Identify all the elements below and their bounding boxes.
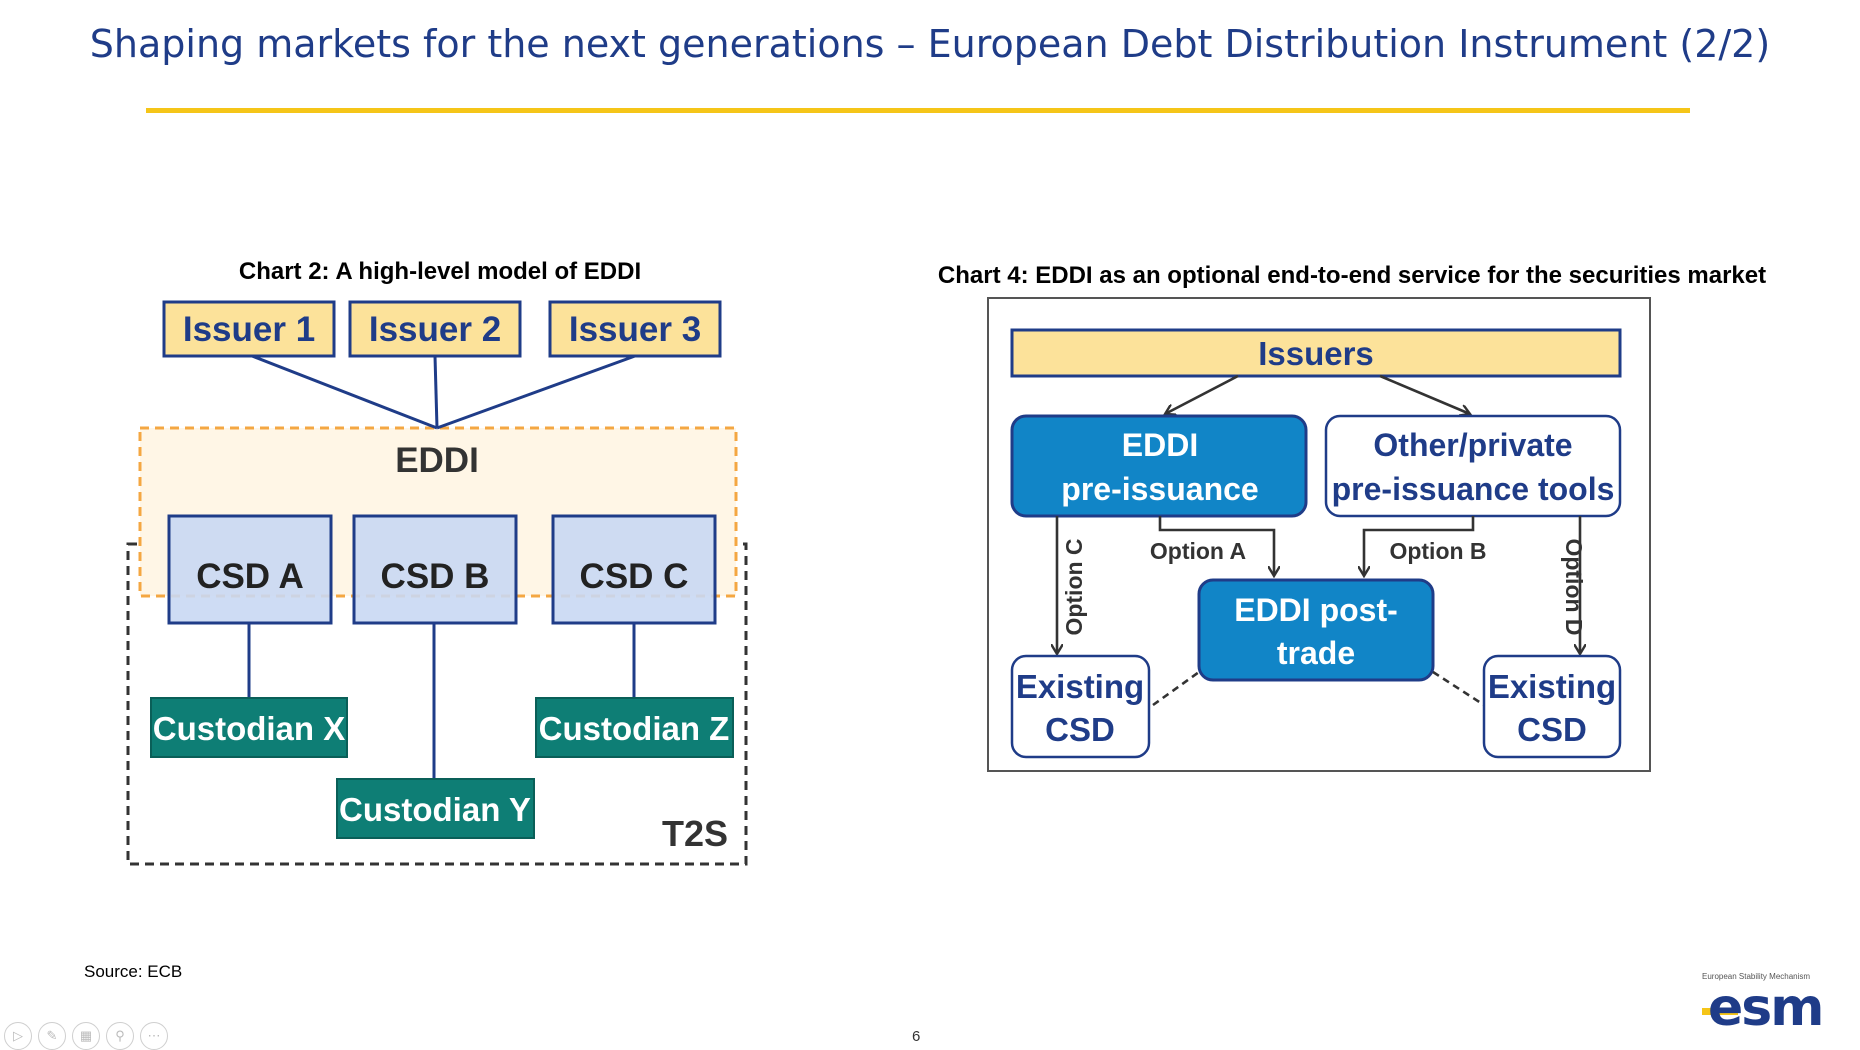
eddi-pre-line-2: pre-issuance	[1061, 471, 1258, 507]
issuer-1-box: Issuer 1	[162, 300, 336, 358]
slide-nav-toolbar: ▷ ✎ ▦ ⚲ ⋯	[4, 1022, 184, 1050]
issuer-2-connector	[433, 355, 439, 429]
slide-title: Shaping markets for the next generations…	[89, 22, 1771, 66]
logo-subtitle: European Stability Mechanism	[1702, 972, 1811, 981]
slides-icon[interactable]: ▦	[72, 1022, 100, 1050]
logo-yellow-bar	[1702, 1008, 1738, 1015]
other-private-box: Other/private pre-issuance tools	[1324, 414, 1622, 518]
csd-a-box: CSD A	[167, 514, 333, 625]
custodian-y-label: Custodian Y	[339, 791, 531, 828]
chart-4-title: Chart 4: EDDI as an optional end-to-end …	[938, 262, 1766, 289]
issuer-3-box: Issuer 3	[548, 300, 722, 358]
t2s-label: T2S	[662, 813, 728, 854]
issuer-2-label: Issuer 2	[369, 310, 501, 349]
csd-c-label: CSD C	[580, 557, 689, 596]
csd-a-label: CSD A	[196, 557, 304, 596]
issuer-3-label: Issuer 3	[569, 310, 701, 349]
existing-csd-left-line-2: CSD	[1045, 711, 1115, 748]
esm-logo: European Stability Mechanism esm	[1702, 972, 1852, 1034]
issuers-to-eddi-arrow	[1165, 374, 1239, 414]
post-trade-to-left-csd-link	[1152, 670, 1200, 707]
eddi-pre-line-1: EDDI	[1122, 427, 1198, 463]
existing-csd-right-line-1: Existing	[1488, 668, 1616, 705]
csd-c-box: CSD C	[551, 514, 717, 625]
existing-csd-left-box: Existing CSD	[1010, 654, 1151, 759]
source-note: Source: ECB	[84, 962, 183, 981]
issuers-to-other-arrow	[1379, 374, 1470, 414]
option-d-label: Option D	[1561, 538, 1587, 635]
issuer-1-connector	[251, 354, 438, 430]
custodian-y-box: Custodian Y	[336, 778, 535, 839]
option-b-arrow	[1364, 516, 1475, 576]
page-number: 6	[912, 1028, 921, 1045]
option-c-label: Option C	[1061, 538, 1087, 635]
custodian-z-box: Custodian Z	[535, 697, 734, 758]
pen-icon[interactable]: ✎	[38, 1022, 66, 1050]
chart-4: Chart 4: EDDI as an optional end-to-end …	[938, 262, 1766, 772]
eddi-zone-label: EDDI	[395, 441, 479, 480]
issuer-1-label: Issuer 1	[183, 310, 315, 349]
eddi-post-trade-box: EDDI post- trade	[1197, 578, 1435, 682]
post-trade-line-1: EDDI post-	[1234, 592, 1398, 628]
chart-2-title: Chart 2: A high-level model of EDDI	[239, 258, 641, 285]
other-line-2: pre-issuance tools	[1332, 471, 1615, 507]
play-icon[interactable]: ▷	[4, 1022, 32, 1050]
option-a-arrow	[1158, 516, 1274, 576]
option-b-label: Option B	[1389, 538, 1486, 564]
option-a-label: Option A	[1150, 538, 1246, 564]
more-icon[interactable]: ⋯	[140, 1022, 168, 1050]
existing-csd-right-box: Existing CSD	[1482, 654, 1622, 759]
post-trade-to-right-csd-link	[1432, 670, 1485, 707]
issuers-label: Issuers	[1258, 335, 1374, 372]
issuer-2-box: Issuer 2	[348, 300, 522, 358]
existing-csd-right-line-2: CSD	[1517, 711, 1587, 748]
title-underline	[146, 108, 1690, 113]
custodian-z-label: Custodian Z	[539, 710, 730, 747]
csd-b-box: CSD B	[352, 514, 518, 625]
csd-b-label: CSD B	[381, 557, 490, 596]
chart-2: Chart 2: A high-level model of EDDI T2S …	[126, 258, 748, 866]
issuer-3-connector	[436, 354, 636, 430]
existing-csd-left-line-1: Existing	[1016, 668, 1144, 705]
other-line-1: Other/private	[1373, 427, 1572, 463]
custodian-x-label: Custodian X	[153, 710, 346, 747]
post-trade-line-2: trade	[1277, 635, 1355, 671]
custodian-x-box: Custodian X	[150, 697, 348, 758]
eddi-pre-issuance-box: EDDI pre-issuance	[1010, 414, 1308, 518]
zoom-icon[interactable]: ⚲	[106, 1022, 134, 1050]
logo-mark: esm	[1708, 978, 1824, 1038]
issuers-bar: Issuers	[1010, 328, 1622, 378]
